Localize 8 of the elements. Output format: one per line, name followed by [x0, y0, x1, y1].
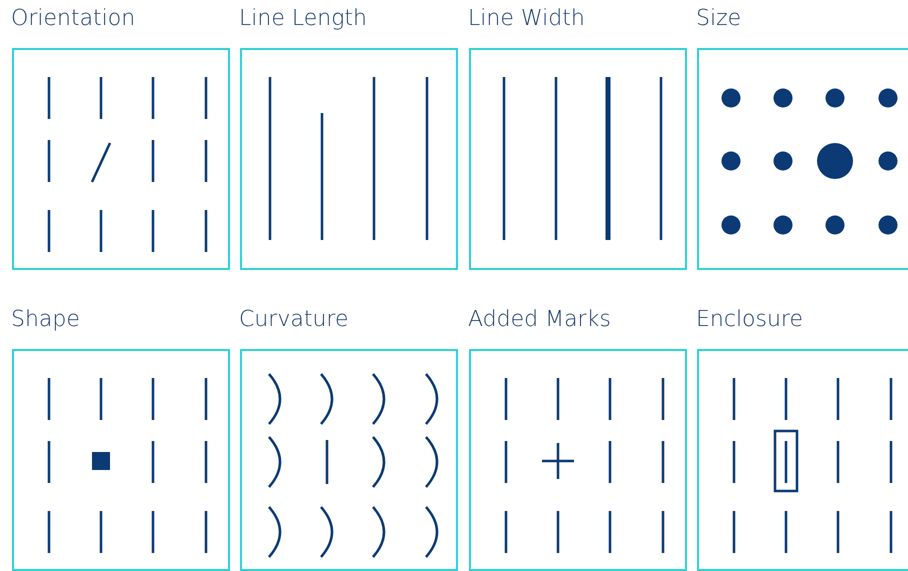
panel-title: Line Width [468, 6, 585, 31]
panel-title: Enclosure [696, 307, 804, 332]
panel-title: Added Marks [468, 307, 611, 332]
panel-title: Size [696, 6, 742, 31]
panel-title: Curvature [239, 307, 349, 332]
panel-title: Orientation [11, 6, 136, 31]
panel-title: Shape [11, 307, 80, 332]
panel-title: Line Length [239, 6, 367, 31]
